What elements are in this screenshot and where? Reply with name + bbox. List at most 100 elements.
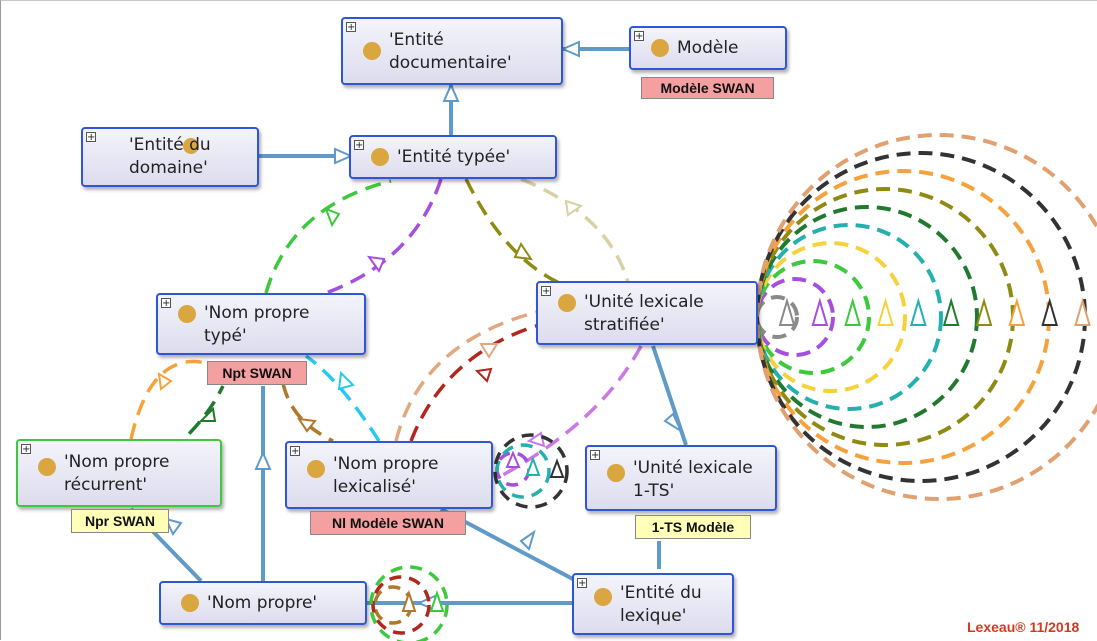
plus-box-icon[interactable]: +: [346, 22, 356, 33]
arrowhead: [844, 297, 862, 326]
arrowhead: [663, 412, 684, 434]
edge-green-npt-typee: [264, 179, 392, 294]
node-label: 'Unité lexicale 1-TS': [633, 458, 753, 501]
class-dot-icon: [558, 294, 576, 312]
arrowhead: [337, 370, 355, 391]
selfloop-npl-3: [493, 433, 569, 509]
tag-npr-swan: Npr SWAN: [71, 509, 169, 533]
node-entite-du-lexique[interactable]: + 'Entité du lexique': [572, 573, 734, 635]
arrowhead: [564, 199, 584, 217]
arrowhead: [560, 40, 580, 58]
edge-olive-typee-ulst: [464, 178, 567, 288]
node-nom-propre-lexicalise[interactable]: + 'Nom propre lexicalisé': [285, 441, 493, 509]
edge-brown-npt-npl: [281, 382, 334, 443]
arrowhead: [975, 297, 993, 326]
node-label: 'Nom propre typé': [204, 303, 310, 346]
plus-box-icon[interactable]: +: [86, 132, 96, 143]
arrowhead: [1041, 297, 1059, 326]
arrowhead: [474, 367, 493, 383]
node-label: 'Entité du domaine': [129, 135, 211, 178]
node-entite-typee[interactable]: + 'Entité typée': [349, 135, 557, 179]
arrowhead: [1008, 297, 1026, 326]
class-dot-icon: [594, 588, 612, 606]
arrowhead: [198, 406, 217, 422]
node-label: 'Unité lexicale stratifiée': [584, 292, 704, 335]
node-label: 'Entité typée': [397, 147, 511, 167]
class-dot-icon: [607, 464, 625, 482]
plus-box-icon[interactable]: +: [354, 140, 364, 151]
arrowhead: [429, 589, 445, 612]
arrowhead: [254, 450, 272, 470]
edge-orange-npr-npt: [129, 359, 207, 440]
node-modele[interactable]: + Modèle: [629, 26, 787, 70]
edge-beige-ulst-typee: [520, 177, 631, 287]
plus-box-icon[interactable]: +: [634, 31, 644, 42]
selfloop-arrows-ulst: [778, 297, 1091, 326]
arrowhead: [942, 297, 960, 326]
tag-nl-modele-swan: Nl Modèle SWAN: [310, 511, 466, 535]
node-label: 'Nom propre lexicalisé': [333, 454, 439, 497]
plus-box-icon[interactable]: +: [577, 578, 587, 589]
class-dot-icon: [38, 458, 56, 476]
arrowhead: [442, 82, 460, 102]
arrowhead: [366, 255, 386, 274]
arrowhead: [525, 456, 541, 476]
edge-lilac-ulst-npl: [500, 345, 643, 478]
edge-cyan-npl-npt: [304, 354, 381, 442]
class-dot-icon: [178, 305, 196, 323]
plus-box-icon[interactable]: +: [161, 298, 171, 309]
node-nom-propre[interactable]: 'Nom propre': [159, 581, 367, 625]
edge-purple-typee-npt: [300, 178, 443, 303]
arrowhead: [877, 297, 894, 326]
class-dot-icon: [181, 594, 199, 612]
node-entite-du-domaine[interactable]: + 'Entité du domaine': [81, 127, 259, 187]
plus-box-icon[interactable]: +: [21, 444, 31, 455]
node-unite-lexicale-stratifiee[interactable]: + 'Unité lexicale stratifiée': [536, 281, 758, 345]
arrowhead: [513, 241, 534, 261]
arrowhead: [549, 458, 565, 478]
tag-npt-swan: Npt SWAN: [207, 361, 307, 385]
node-label: 'Entité documentaire': [389, 30, 512, 73]
arrowhead: [526, 431, 546, 448]
credit-text: Lexeau® 11/2018: [967, 619, 1080, 635]
plus-box-icon[interactable]: +: [541, 286, 551, 297]
class-dot-icon: [371, 148, 389, 166]
plus-box-icon[interactable]: +: [290, 446, 300, 457]
class-dot-icon: [363, 42, 381, 60]
selfloop-circle: [755, 205, 979, 429]
arrowhead: [505, 450, 521, 468]
arrowhead: [164, 517, 183, 536]
arrowhead: [401, 589, 417, 612]
arrowhead: [324, 207, 341, 228]
node-unite-lexicale-1ts[interactable]: + 'Unité lexicale 1-TS': [585, 445, 777, 511]
selfloop-circle: [755, 259, 871, 375]
arrowhead: [519, 529, 536, 551]
arrowhead: [811, 297, 829, 326]
arrowhead: [1074, 297, 1091, 326]
plus-box-icon[interactable]: +: [590, 450, 600, 461]
tag-1ts-modele: 1-TS Modèle: [635, 515, 751, 539]
class-dot-icon: [651, 39, 669, 57]
node-label: 'Nom propre récurrent': [64, 452, 170, 495]
selfloop-circle: [755, 295, 799, 339]
selfloop-np-2: [371, 575, 431, 635]
node-label: 'Entité du lexique': [620, 583, 702, 626]
selfloop-np-3: [369, 565, 449, 641]
selfloop-npl-2: [495, 443, 551, 499]
arrowhead: [479, 343, 499, 359]
node-nom-propre-type[interactable]: + 'Nom propre typé': [156, 293, 366, 355]
tag-modele-swan: Modèle SWAN: [641, 77, 774, 99]
class-dot-icon: [307, 460, 325, 478]
arrowhead: [334, 147, 354, 165]
arrowhead: [157, 372, 173, 391]
edge-darkred-npl-ulst: [409, 321, 547, 442]
node-entite-documentaire[interactable]: + 'Entité documentaire': [341, 17, 563, 85]
arrowhead: [296, 417, 317, 433]
node-label: 'Nom propre': [207, 593, 318, 613]
node-label: Modèle: [677, 38, 739, 58]
node-nom-propre-recurrent[interactable]: + 'Nom propre récurrent': [16, 439, 222, 507]
arrowhead: [778, 297, 796, 326]
class-dot-icon: [183, 138, 199, 154]
edge-tan-npl-ulst: [394, 309, 542, 442]
